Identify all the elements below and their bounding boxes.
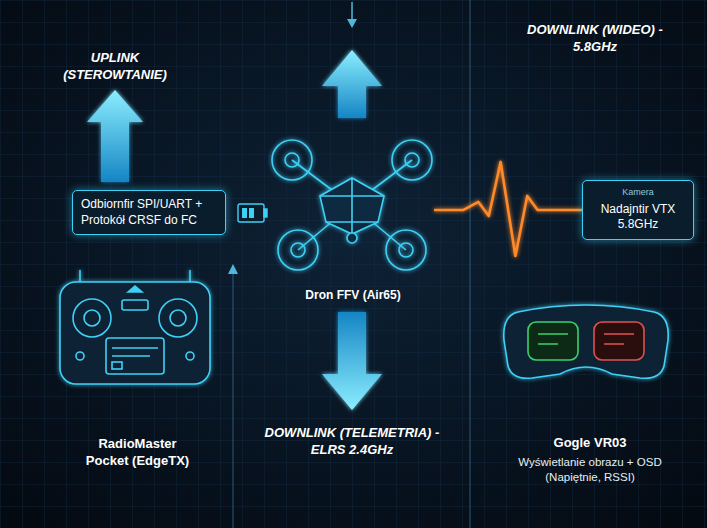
node-text: Nadajntir VTX 5.8GHz bbox=[591, 202, 685, 233]
up-arrow bbox=[322, 50, 382, 118]
link-label: DOWNLINK (TELEMETRIA) - ELRS 2.4GHz bbox=[247, 425, 457, 459]
goggles-node: Gogle VR03Wyświetlanie obrazu + OSD (Nap… bbox=[495, 300, 685, 485]
drone-node: Dron FFV (Air65) bbox=[272, 128, 434, 304]
divider-line bbox=[470, 0, 471, 528]
small-arrow bbox=[228, 264, 238, 274]
node-title: Gogle VR03 bbox=[554, 435, 627, 452]
divider-line bbox=[233, 268, 234, 528]
small-arrow bbox=[347, 19, 357, 28]
vtx-box: KameraNadajntir VTX 5.8GHz bbox=[582, 180, 694, 240]
link-label: UPLINK (STEROWTANIE) bbox=[45, 50, 185, 84]
uplink-arrow bbox=[87, 90, 143, 182]
small-arrow bbox=[351, 2, 353, 20]
video-signal-wave bbox=[434, 162, 582, 256]
telemetry-arrow bbox=[322, 312, 382, 410]
node-title: Kamera bbox=[622, 187, 654, 199]
node-text: Wyświetlanie obrazu + OSD (Napiętnie, RS… bbox=[505, 455, 675, 485]
link-label: DOWNLINK (WIDEO) - 5.8GHz bbox=[505, 22, 685, 56]
node-title: RadioMaster Pocket (EdgeTX) bbox=[79, 436, 197, 470]
node-title: Odbiornfir SPI/UART + Protokół CRSF do F… bbox=[81, 197, 217, 228]
drone-drawing bbox=[272, 140, 432, 270]
node-title: Dron FFV (Air65) bbox=[305, 288, 400, 304]
controller-node: RadioMaster Pocket (EdgeTX) bbox=[55, 265, 220, 470]
controller-drawing bbox=[60, 270, 210, 384]
receiver-box: Odbiornfir SPI/UART + Protokół CRSF do F… bbox=[72, 190, 226, 235]
goggles-drawing bbox=[504, 305, 668, 378]
data-line bbox=[226, 212, 272, 214]
